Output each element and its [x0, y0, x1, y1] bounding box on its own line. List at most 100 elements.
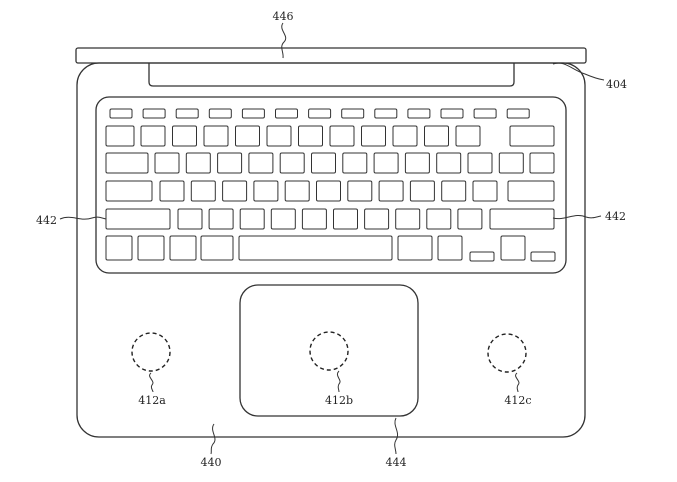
- keyboard-key: [509, 125, 555, 147]
- keyboard-key: [208, 208, 234, 230]
- keyboard-key: [507, 180, 555, 202]
- keyboard-key: [374, 108, 398, 119]
- keyboard-key: [473, 108, 497, 119]
- leader-line-base: [210, 423, 216, 455]
- leader-line-trackpad: [394, 417, 399, 455]
- keyboard-key: [142, 108, 166, 119]
- keyboard-key: [424, 125, 449, 147]
- keyboard-key: [137, 235, 165, 261]
- trackpad: [239, 284, 419, 417]
- keyboard-key: [361, 125, 386, 147]
- label-sensor-left: 412a: [138, 394, 166, 407]
- sensor-circle-right: [487, 333, 527, 373]
- keyboard-key: [159, 180, 185, 202]
- laptop-base: [76, 62, 586, 438]
- keyboard-key: [440, 108, 464, 119]
- keyboard-key: [172, 125, 197, 147]
- keyboard-key: [529, 152, 555, 174]
- keyboard-key: [284, 180, 310, 202]
- label-display-edge: 404: [606, 78, 627, 91]
- keyboard-key: [105, 235, 133, 261]
- keyboard-key: [333, 208, 358, 230]
- keyboard-key: [238, 235, 393, 261]
- keyboard-key: [279, 152, 305, 174]
- display-lid-edge: [75, 47, 587, 64]
- keyboard-key: [185, 152, 211, 174]
- keyboard-key: [190, 180, 216, 202]
- leader-line-keyboard-left: [59, 216, 107, 220]
- keyboard-key: [407, 108, 431, 119]
- keyboard-key: [506, 108, 530, 119]
- keyboard-key: [175, 108, 199, 119]
- keyboard-key: [409, 180, 435, 202]
- keyboard-key: [404, 152, 430, 174]
- keyboard-key: [500, 235, 526, 261]
- label-sensor-right: 412c: [504, 394, 531, 407]
- keyboard-key: [498, 152, 524, 174]
- keyboard-key: [329, 125, 355, 147]
- keyboard-key: [347, 180, 373, 202]
- keyboard-key: [239, 208, 265, 230]
- keyboard-key: [441, 180, 467, 202]
- label-keyboard-left: 442: [36, 214, 57, 227]
- keyboard-key: [105, 152, 149, 174]
- keyboard-key: [105, 180, 153, 202]
- keyboard-key: [341, 108, 365, 119]
- keyboard-key: [426, 208, 452, 230]
- keyboard-key: [208, 108, 232, 119]
- keyboard-key: [455, 125, 481, 147]
- keyboard-key: [241, 108, 265, 119]
- label-sensor-center: 412b: [325, 394, 353, 407]
- keyboard-key: [270, 208, 296, 230]
- leader-line-sensor-left: [149, 372, 154, 393]
- leader-line-keyboard-right: [552, 214, 602, 220]
- keyboard-key: [437, 235, 463, 261]
- keyboard-key: [203, 125, 229, 147]
- keyboard-key: [397, 235, 433, 261]
- keyboard-key: [373, 152, 399, 174]
- keyboard-key: [109, 108, 133, 119]
- keyboard-key: [311, 152, 336, 174]
- keyboard-key: [308, 108, 332, 119]
- keyboard-key: [342, 152, 368, 174]
- leader-line-sensor-center: [336, 370, 341, 393]
- keyboard-key: [316, 180, 341, 202]
- keyboard-key: [140, 125, 166, 147]
- keyboard-key: [266, 125, 292, 147]
- hinge-recess: [148, 63, 515, 87]
- keyboard-keys: [105, 108, 556, 262]
- keyboard-key: [472, 180, 498, 202]
- keyboard-key: [253, 180, 279, 202]
- label-base: 440: [201, 456, 222, 469]
- leader-line-hinge: [281, 22, 287, 59]
- keyboard-key: [298, 125, 323, 147]
- sensor-circle-center: [309, 331, 349, 371]
- keyboard-key: [222, 180, 248, 202]
- keyboard-key: [169, 235, 197, 261]
- keyboard-key: [105, 125, 135, 147]
- keyboard-key: [395, 208, 421, 230]
- label-trackpad: 444: [386, 456, 407, 469]
- keyboard-key: [364, 208, 390, 230]
- keyboard-key: [275, 108, 298, 119]
- leader-line-sensor-right: [515, 372, 520, 393]
- keyboard-key: [301, 208, 327, 230]
- keyboard-key: [200, 235, 234, 261]
- keyboard-key: [436, 152, 462, 174]
- keyboard-key: [248, 152, 274, 174]
- keyboard-key: [530, 251, 556, 262]
- keyboard-key: [489, 208, 555, 230]
- keyboard-key: [378, 180, 404, 202]
- keyboard-key: [469, 251, 495, 262]
- keyboard-key: [467, 152, 493, 174]
- keyboard-key: [154, 152, 180, 174]
- label-keyboard-right: 442: [605, 210, 626, 223]
- keyboard-key: [217, 152, 243, 174]
- keyboard-well: [95, 96, 567, 274]
- keyboard-key: [392, 125, 418, 147]
- keyboard-key: [235, 125, 260, 147]
- leader-line-display-edge: [552, 62, 605, 81]
- sensor-circle-left: [131, 332, 171, 372]
- keyboard-key: [177, 208, 203, 230]
